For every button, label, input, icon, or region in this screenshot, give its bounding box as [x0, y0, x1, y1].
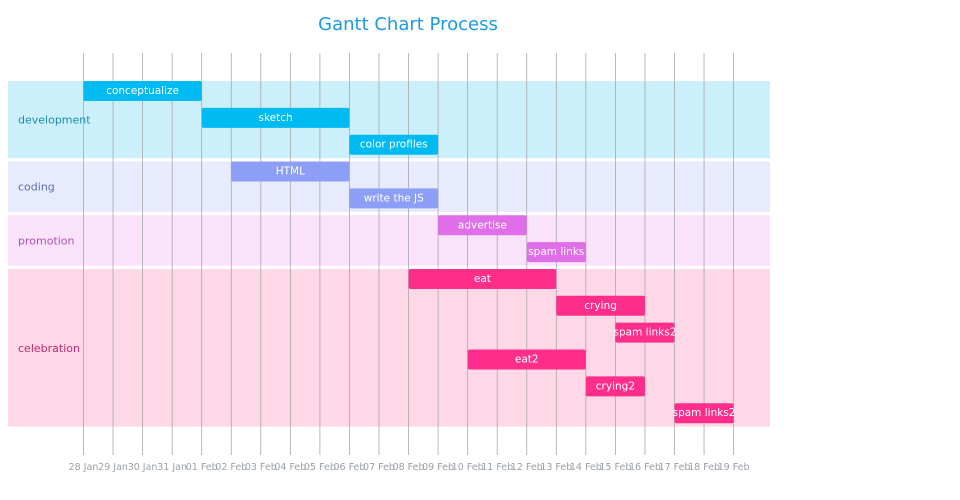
group-label-coding: coding: [18, 181, 55, 194]
chart-title: Gantt Chart Process: [318, 14, 498, 35]
task-label: eat2: [515, 354, 539, 366]
task-bar[interactable]: [349, 134, 439, 155]
task-label: spam links2: [673, 407, 736, 419]
x-tick-label: 05 Feb: [304, 462, 336, 473]
x-tick-label: 15 Feb: [599, 462, 631, 473]
x-tick-label: 29 Jan: [98, 462, 128, 473]
x-tick-label: 01 Feb: [186, 462, 218, 473]
task-bar[interactable]: [674, 403, 734, 424]
task-bar[interactable]: [438, 215, 527, 236]
task-bar[interactable]: [408, 268, 557, 289]
task-label: spam links2: [614, 327, 677, 339]
task-bar[interactable]: [526, 242, 586, 263]
x-tick-label: 14 Feb: [570, 462, 602, 473]
x-tick-label: 16 Feb: [629, 462, 661, 473]
x-tick-label: 04 Feb: [274, 462, 306, 473]
x-tick-label: 09 Feb: [422, 462, 454, 473]
task-label: write the JS: [364, 192, 424, 204]
x-tick-label: 28 Jan: [69, 462, 99, 473]
task-bar[interactable]: [231, 161, 350, 182]
x-tick-label: 11 Feb: [481, 462, 513, 473]
task-bars: [83, 81, 734, 424]
group-label-development: development: [18, 114, 91, 127]
group-bands: [8, 81, 770, 427]
x-tick-label: 08 Feb: [393, 462, 425, 473]
group-band-promotion: [8, 215, 770, 266]
x-tick-label: 12 Feb: [511, 462, 543, 473]
x-tick-label: 07 Feb: [363, 462, 395, 473]
task-bar[interactable]: [467, 349, 586, 370]
x-tick-label: 06 Feb: [333, 462, 365, 473]
task-bar[interactable]: [201, 107, 350, 128]
task-label: sketch: [258, 112, 292, 124]
task-label: crying2: [596, 380, 635, 392]
x-tick-label: 10 Feb: [452, 462, 484, 473]
task-label: spam links: [528, 246, 584, 258]
x-tick-label: 30 Jan: [128, 462, 158, 473]
task-label: advertise: [458, 219, 507, 231]
task-bar[interactable]: [349, 188, 439, 209]
task-label: color profiles: [360, 139, 428, 151]
x-tick-label: 19 Feb: [718, 462, 750, 473]
x-tick-label: 17 Feb: [659, 462, 691, 473]
group-label-celebration: celebration: [18, 342, 80, 355]
x-tick-label: 31 Jan: [157, 462, 187, 473]
group-label-promotion: promotion: [18, 234, 75, 247]
task-bar[interactable]: [556, 295, 645, 316]
x-tick-label: 03 Feb: [245, 462, 277, 473]
task-label: crying: [584, 300, 617, 312]
task-label: eat: [474, 273, 491, 285]
task-label: conceptualize: [106, 85, 179, 97]
x-tick-label: 18 Feb: [688, 462, 720, 473]
labels: development coding promotion celebration 28 …: [18, 85, 750, 473]
x-tick-label: 13 Feb: [540, 462, 572, 473]
task-bar[interactable]: [615, 322, 675, 343]
task-bar[interactable]: [585, 376, 645, 397]
task-bar[interactable]: [83, 81, 202, 101]
task-label: HTML: [276, 166, 305, 178]
group-band-celebration: [8, 268, 770, 427]
x-tick-label: 02 Feb: [215, 462, 247, 473]
